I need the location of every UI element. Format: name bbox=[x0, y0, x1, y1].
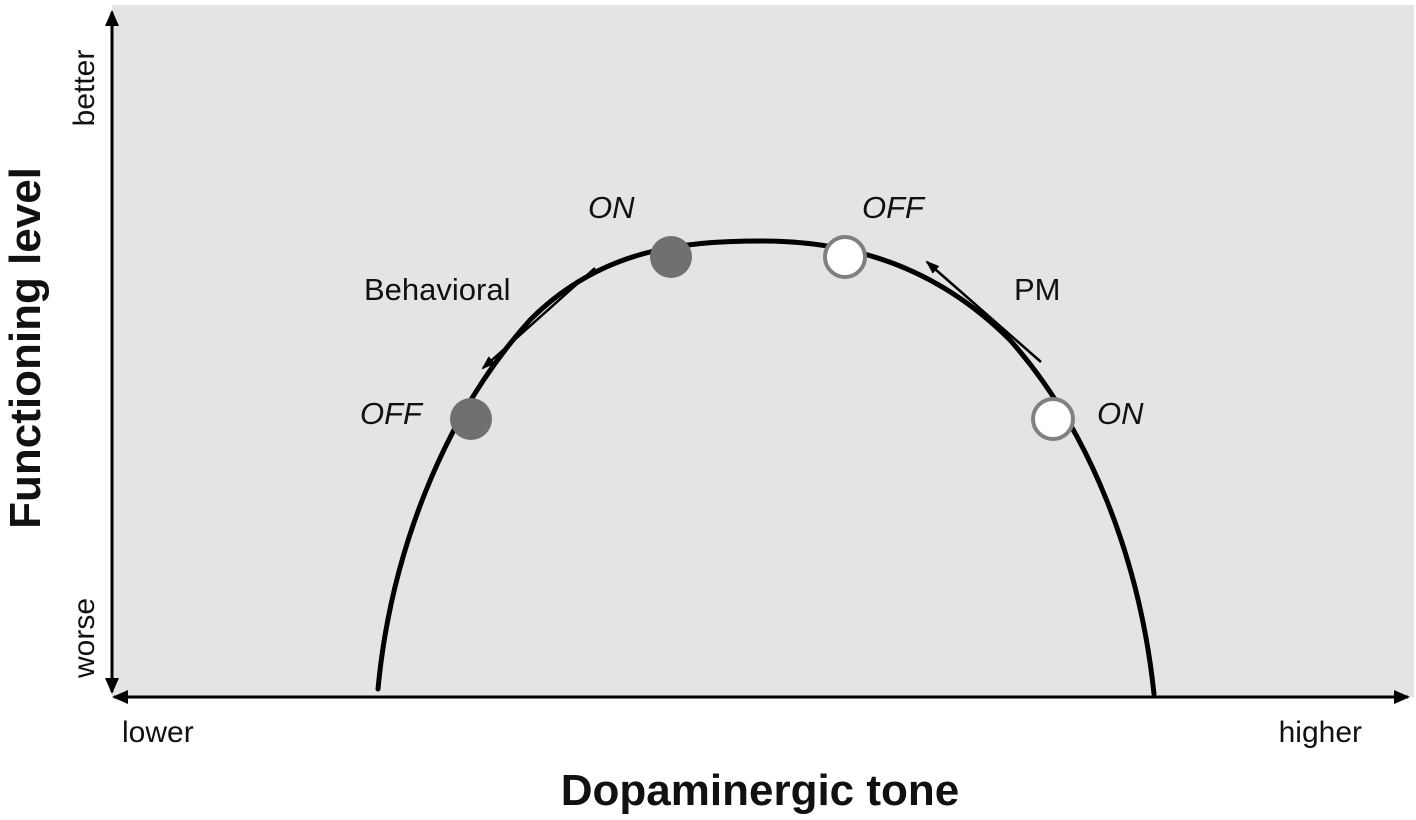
behavioral-off-label: OFF bbox=[360, 396, 424, 431]
pm-on-label: ON bbox=[1097, 396, 1144, 431]
pm-arrow bbox=[925, 260, 1042, 363]
behavioral-off-marker bbox=[450, 398, 492, 440]
y-axis-bottom-label: worse bbox=[68, 598, 101, 679]
pm-off-label: OFF bbox=[862, 190, 926, 225]
x-axis-title: Dopaminergic tone bbox=[561, 766, 960, 815]
inverted-u-curve bbox=[375, 238, 1157, 697]
behavioral-arrow bbox=[481, 267, 596, 370]
pm-arrow-label: PM bbox=[1014, 272, 1061, 307]
y-axis-title: Functioning level bbox=[1, 167, 50, 529]
x-axis-right-label: higher bbox=[1279, 716, 1362, 749]
behavioral-on-marker bbox=[650, 236, 692, 278]
x-axis-left-label: lower bbox=[122, 716, 194, 749]
pm-on-marker bbox=[1031, 397, 1075, 441]
plot-area bbox=[112, 5, 1414, 697]
y-axis-top-label: better bbox=[68, 50, 101, 127]
behavioral-arrow-label: Behavioral bbox=[364, 272, 510, 307]
behavioral-on-label: ON bbox=[588, 190, 635, 225]
pm-off-marker bbox=[823, 235, 867, 279]
